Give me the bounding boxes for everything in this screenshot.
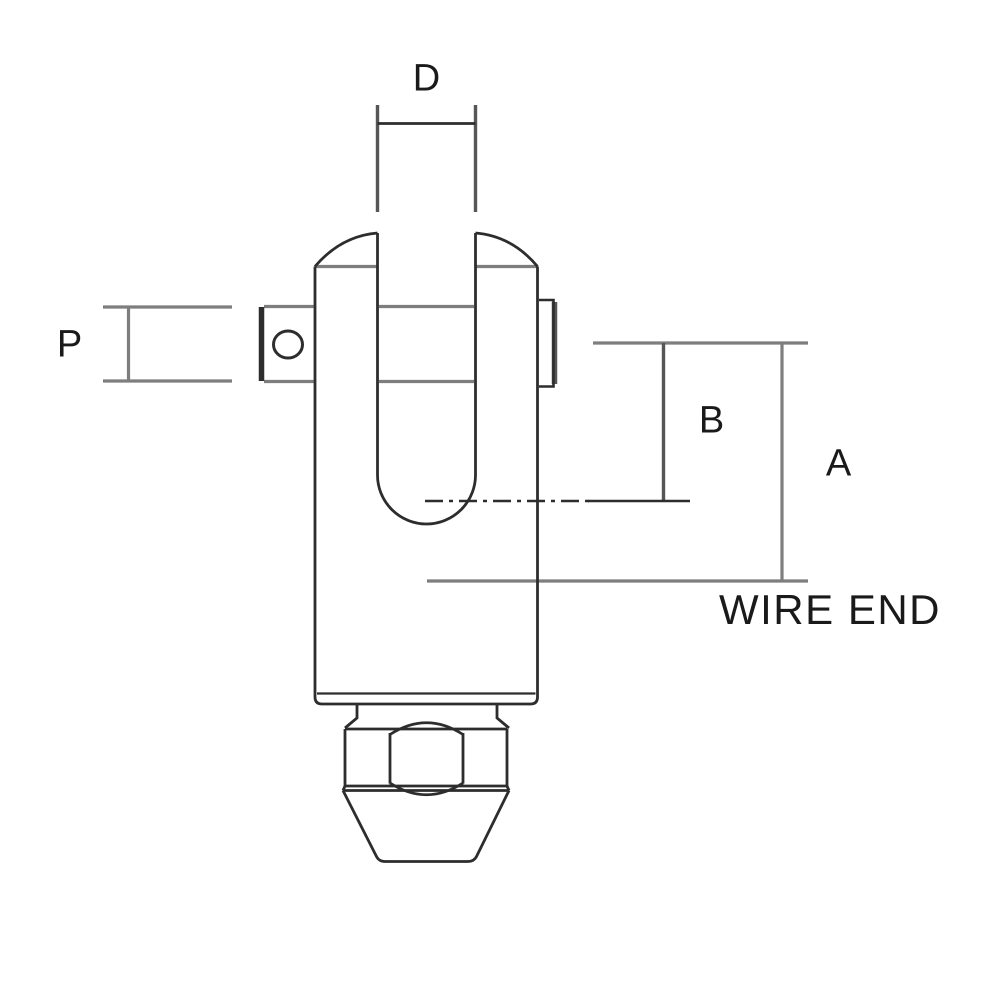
dimension-label-p: P [56,323,84,366]
fork-slot [376,233,477,526]
neck-left-edge [344,704,359,730]
swage-cone-outline [341,789,511,863]
neck-right-edge [495,704,510,730]
nut-facet-bottom-arc [389,781,464,797]
part-outlines [258,122,690,863]
medium-dimension-lines [375,105,666,501]
clevis-body-outline [313,266,539,706]
dimension-label-d: D [412,57,442,100]
right-shoulder-arc [475,231,539,268]
pin-right-end-cap [539,298,555,388]
dimension-label-a: A [825,442,853,485]
nut-facet-top-arc [389,721,464,736]
cone-top-edge [341,785,511,792]
dimension-label-b: B [698,399,726,442]
left-shoulder-arc [313,231,378,268]
dimension-label-wire-end: WIRE END [719,586,941,633]
pin-hole [272,329,304,360]
gray-dimension-lines [103,264,808,583]
